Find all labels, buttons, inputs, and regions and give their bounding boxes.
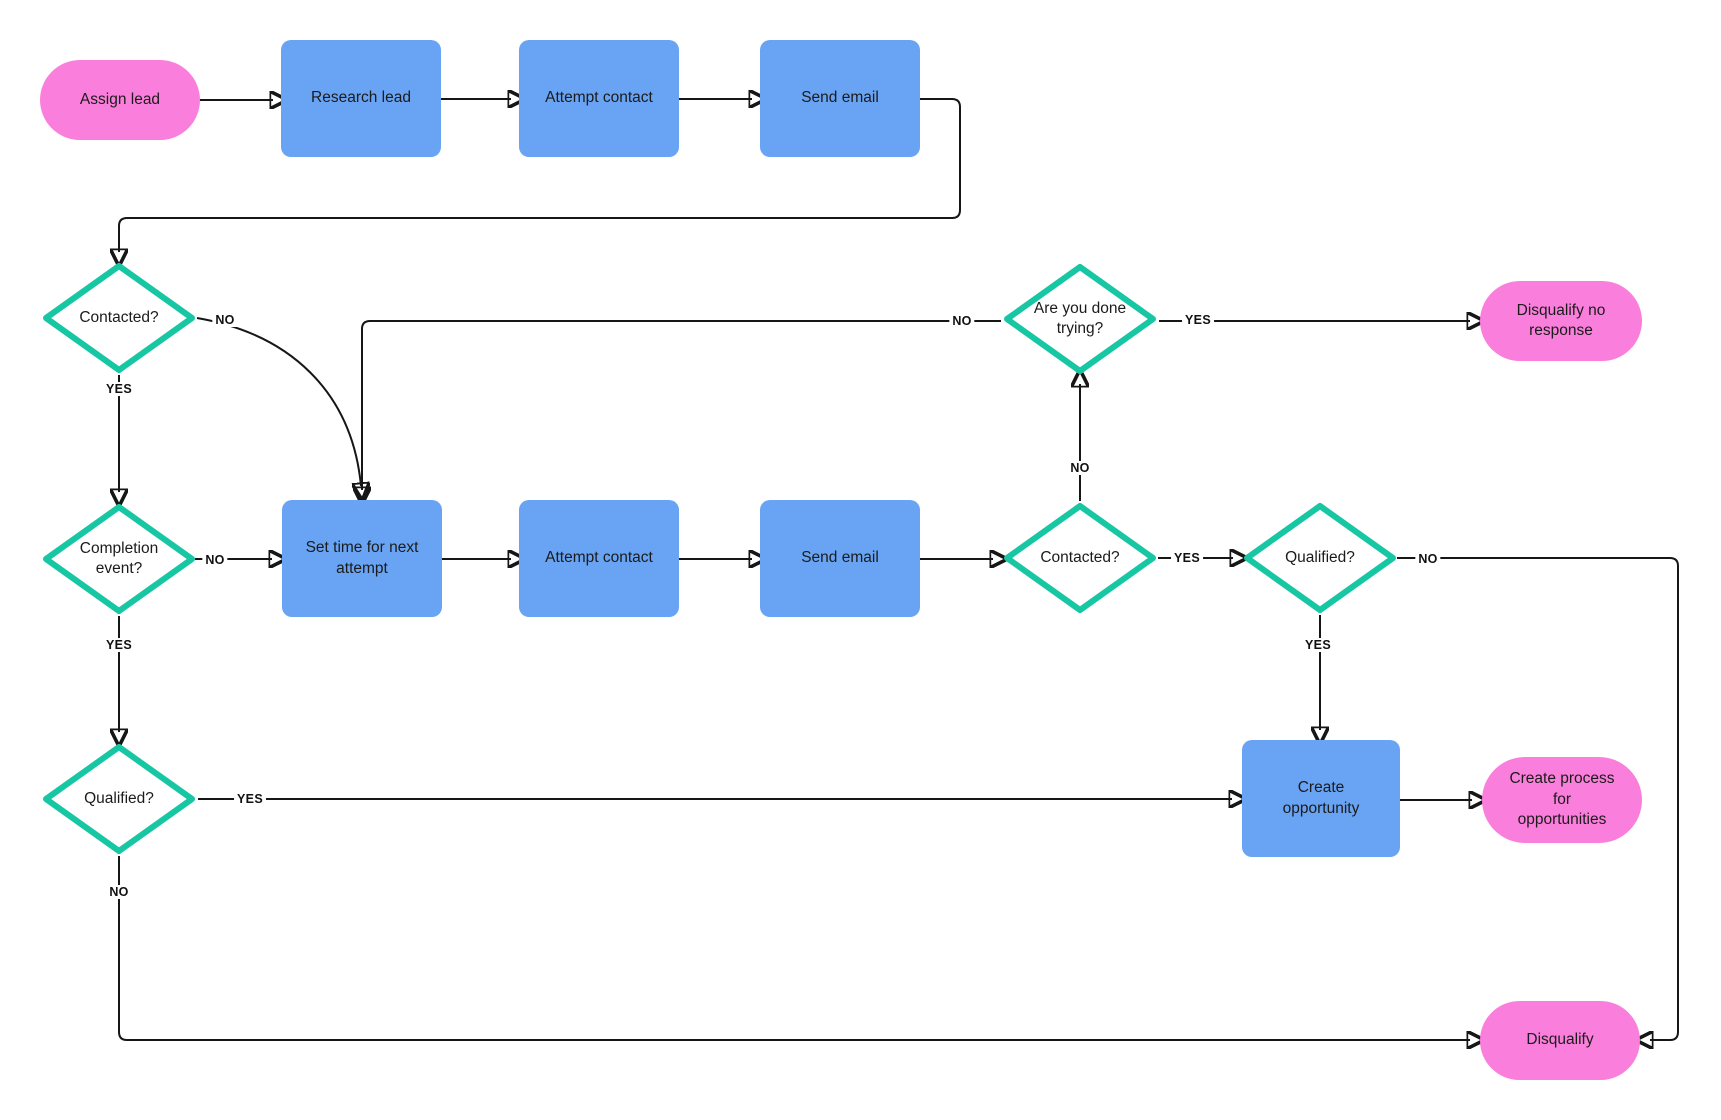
edge-label-contacted1-yes: YES bbox=[103, 382, 135, 396]
node-qualified-1[interactable]: Qualified? bbox=[41, 742, 197, 856]
edge-label-completion-no: NO bbox=[202, 553, 228, 567]
node-qualified-2[interactable]: Qualified? bbox=[1242, 501, 1398, 615]
connector-send1-contacted1 bbox=[119, 98, 961, 252]
edge-label-qualified2-no: NO bbox=[1415, 552, 1441, 566]
diamond-shape bbox=[43, 504, 195, 614]
node-are-you-done-trying[interactable]: Are you done trying? bbox=[1002, 262, 1158, 376]
node-contacted-2[interactable]: Contacted? bbox=[1002, 501, 1158, 615]
node-research-lead[interactable]: Research lead bbox=[281, 40, 441, 157]
edge-label-donetrying-yes: YES bbox=[1182, 313, 1214, 327]
connector-donetrying-no-settime bbox=[362, 320, 1001, 490]
node-label: Contacted? bbox=[1040, 548, 1120, 566]
node-label: Qualified? bbox=[1285, 548, 1355, 566]
node-label: Create opportunity bbox=[1282, 779, 1360, 817]
edge-label-contacted2-no: NO bbox=[1067, 461, 1093, 475]
edge-label-contacted2-yes: YES bbox=[1171, 551, 1203, 565]
node-label: Disqualify no response bbox=[1516, 301, 1606, 339]
edge-label-qualified2-yes: YES bbox=[1302, 638, 1334, 652]
edge-label-qualified1-yes: YES bbox=[234, 792, 266, 806]
node-contacted-1[interactable]: Contacted? bbox=[41, 261, 197, 375]
node-label: Create process for opportunities bbox=[1509, 770, 1615, 829]
edge-label-qualified1-no: NO bbox=[106, 885, 132, 899]
node-label: Send email bbox=[801, 549, 879, 567]
connector-contacted1-no-settime bbox=[196, 317, 361, 486]
diamond-shape bbox=[1004, 503, 1156, 613]
node-label: Attempt contact bbox=[545, 549, 653, 567]
node-label: Assign lead bbox=[79, 90, 161, 108]
node-disqualify[interactable]: Disqualify bbox=[1480, 1001, 1640, 1080]
edge-label-completion-yes: YES bbox=[103, 638, 135, 652]
diamond-shape bbox=[43, 744, 195, 854]
node-attempt-contact-2[interactable]: Attempt contact bbox=[519, 500, 679, 617]
node-label: Set time for next attempt bbox=[305, 539, 419, 577]
node-label: Are you done trying? bbox=[1033, 299, 1127, 337]
node-assign-lead[interactable]: Assign lead bbox=[40, 60, 200, 140]
node-label: Contacted? bbox=[79, 308, 159, 326]
edge-label-donetrying-no: NO bbox=[949, 314, 975, 328]
edge-label-contacted1-no: NO bbox=[212, 313, 238, 327]
diamond-shape bbox=[1244, 503, 1396, 613]
node-label: Qualified? bbox=[84, 789, 154, 807]
node-label: Send email bbox=[801, 89, 879, 107]
node-disqualify-no-response[interactable]: Disqualify no response bbox=[1480, 281, 1642, 361]
connector-qualified1-no-disqualify bbox=[118, 856, 1470, 1040]
node-set-time-next-attempt[interactable]: Set time for next attempt bbox=[282, 500, 442, 617]
node-send-email-2[interactable]: Send email bbox=[760, 500, 920, 617]
node-create-process-opportunities[interactable]: Create process for opportunities bbox=[1482, 757, 1642, 843]
node-label: Attempt contact bbox=[545, 89, 653, 107]
node-label: Disqualify bbox=[1526, 1031, 1594, 1049]
node-label: Completion event? bbox=[79, 539, 159, 577]
node-attempt-contact-1[interactable]: Attempt contact bbox=[519, 40, 679, 157]
connector-qualified2-no-disqualify bbox=[1397, 557, 1679, 1040]
node-send-email-1[interactable]: Send email bbox=[760, 40, 920, 157]
node-label: Research lead bbox=[311, 89, 411, 107]
node-completion-event[interactable]: Completion event? bbox=[41, 502, 197, 616]
diamond-shape bbox=[43, 263, 195, 373]
node-create-opportunity[interactable]: Create opportunity bbox=[1242, 740, 1400, 857]
